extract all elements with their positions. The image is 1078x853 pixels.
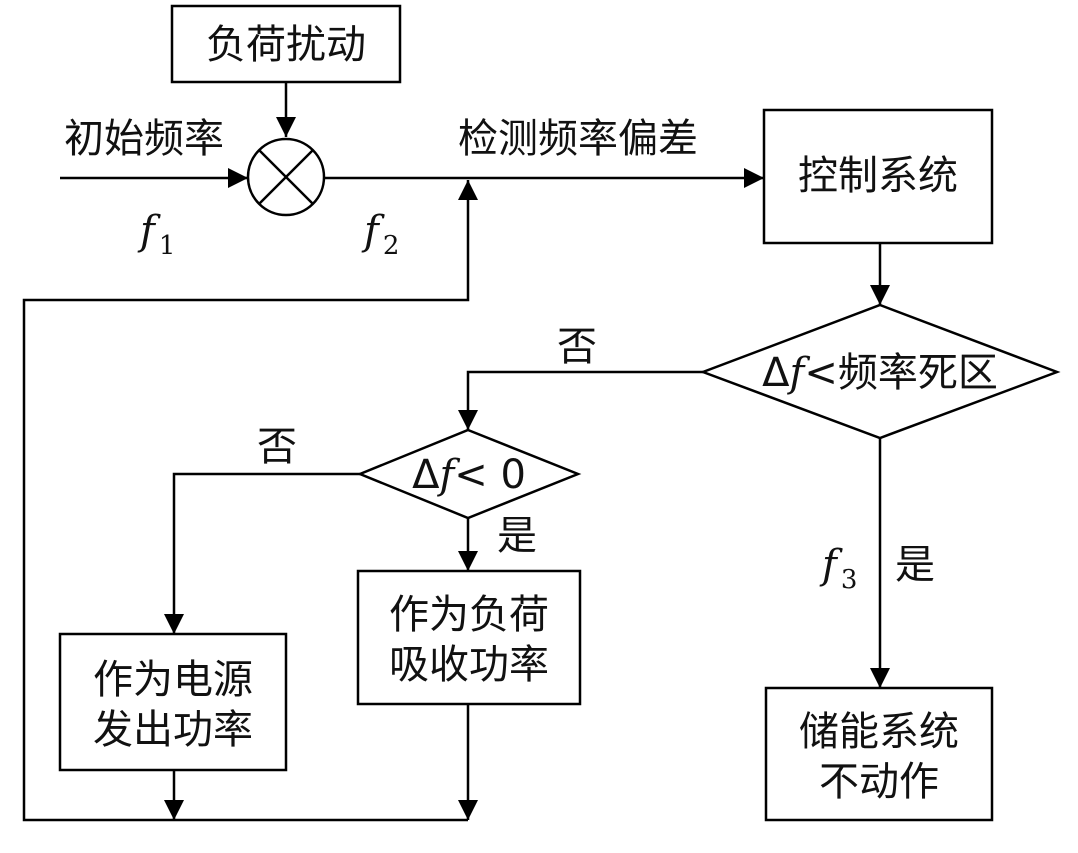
decision-negative: Δf< 0 (356, 428, 582, 520)
node-act-as-source-line2: 发出功率 (93, 707, 253, 753)
summing-junction (246, 137, 326, 217)
node-act-as-load-line1: 作为负荷 (389, 592, 549, 638)
node-control-system-label: 控制系统 (798, 153, 958, 199)
node-load-disturbance-label: 负荷扰动 (206, 22, 366, 68)
decision-deadband-label: Δf<频率死区 (762, 350, 998, 396)
label-no-negative: 否 (257, 424, 297, 470)
node-storage-idle-line1: 储能系统 (799, 709, 959, 755)
node-storage-idle-line2: 不动作 (819, 759, 939, 805)
label-yes-deadband: 是 (895, 542, 935, 588)
node-act-as-source: 作为电源 发出功率 (58, 632, 288, 772)
feedback-loop (22, 180, 478, 822)
arrow-negative-no (164, 472, 360, 634)
connectors (22, 82, 890, 822)
decision-deadband: Δf<频率死区 (699, 303, 1061, 440)
node-act-as-source-line1: 作为电源 (93, 657, 253, 703)
node-storage-idle: 储能系统 不动作 (764, 686, 994, 822)
node-act-as-load-line2: 吸收功率 (389, 642, 549, 688)
label-yes-negative: 是 (497, 513, 537, 559)
label-no-deadband: 否 (557, 324, 597, 370)
label-detect-deviation: 检测频率偏差 (458, 116, 698, 162)
decision-negative-label: Δf< 0 (412, 452, 526, 498)
node-load-disturbance: 负荷扰动 (170, 4, 402, 84)
node-act-as-load: 作为负荷 吸收功率 (356, 569, 582, 706)
arrow-deadband-no (458, 370, 703, 430)
label-initial-frequency: 初始频率 (64, 116, 224, 162)
node-control-system: 控制系统 (762, 108, 994, 245)
